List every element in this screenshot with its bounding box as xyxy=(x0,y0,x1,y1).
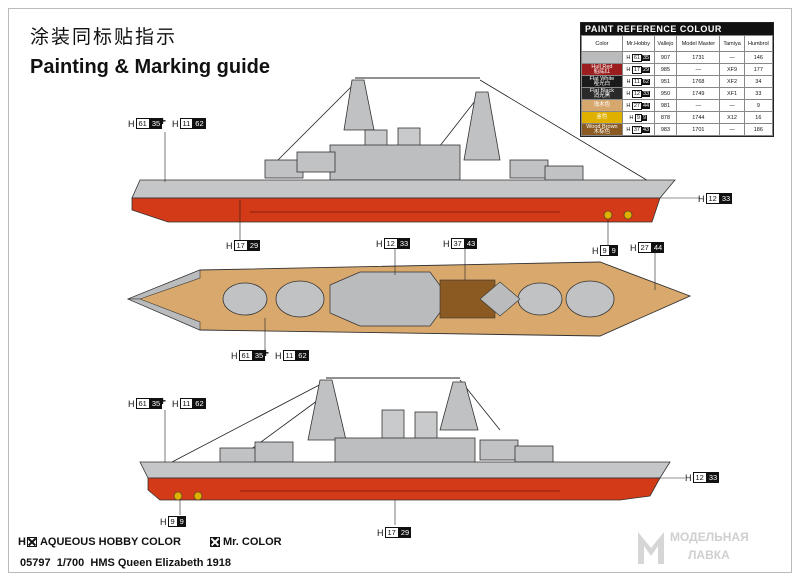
title-english: Painting & Marking guide xyxy=(30,56,271,78)
swatch-label-cn: 金色 xyxy=(596,114,608,120)
propeller xyxy=(173,491,183,501)
side-profile-bottom xyxy=(139,377,685,525)
rigging-line xyxy=(267,79,359,171)
rigging-line xyxy=(171,381,326,463)
col-mrhobby: Mr.Hobby xyxy=(621,35,655,52)
paint-table-columns: Color Mr.Hobby Vallejo Model Master Tami… xyxy=(581,35,774,52)
kit-code: 05797 xyxy=(20,557,51,569)
mainmast xyxy=(307,379,347,441)
title-chinese: 涂装同标贴指示 xyxy=(30,26,178,48)
propeller xyxy=(603,210,613,220)
plus-sign: + xyxy=(262,346,270,360)
swatch-label-cn: 消光黑 xyxy=(593,92,611,99)
propeller xyxy=(193,491,203,501)
mr-color-label: Mr. COLOR xyxy=(222,536,282,548)
superstructure xyxy=(329,144,461,181)
side-profile-top xyxy=(131,77,700,245)
color-legend: H AQUEOUS HOBBY COLOR Mr. COLOR xyxy=(18,536,282,548)
deck-side-gray xyxy=(127,298,201,331)
model-master-code: 1701 xyxy=(676,123,721,136)
swatch-label-en: Flat White xyxy=(589,75,615,82)
watermark-line1: МОДЕЛЬНАЯ xyxy=(670,530,749,544)
turret xyxy=(514,445,554,463)
turret xyxy=(254,441,294,463)
plus-sign: + xyxy=(159,394,167,408)
aqueous-box-icon xyxy=(26,537,37,547)
deck-turret xyxy=(565,280,615,318)
mainmast xyxy=(463,91,501,161)
paint-table-header: PAINT REFERENCE COLOUR xyxy=(581,23,773,35)
plus-sign: + xyxy=(159,114,167,128)
turret xyxy=(479,439,519,461)
hull-red xyxy=(131,197,661,223)
color-swatch: 金色 xyxy=(581,111,623,124)
watermark-logo: МОДЕЛЬНАЯ ЛАВКА xyxy=(636,528,786,570)
rigging-line xyxy=(249,394,326,451)
deck-structure xyxy=(479,281,521,317)
deck-turret xyxy=(222,282,268,316)
watermark-line2: ЛАВКА xyxy=(688,548,730,562)
hull-upper xyxy=(139,461,671,479)
deck-superstructure xyxy=(329,271,451,327)
kit-scale: 1/700 xyxy=(56,557,85,569)
humbrol-code: 186 xyxy=(743,123,774,136)
swatch-label-cn: 浅木色 xyxy=(593,102,611,108)
hull-upper xyxy=(131,179,676,199)
paint-reference-table: PAINT REFERENCE COLOUR Color Mr.Hobby Va… xyxy=(580,22,774,137)
watermark-icon xyxy=(638,532,664,564)
aqueous-h: H xyxy=(18,536,26,548)
swatch-label-en: Hull Red xyxy=(591,63,613,70)
deck-plan xyxy=(126,248,692,350)
foremast xyxy=(343,79,375,131)
deck-turret xyxy=(275,280,325,318)
mr-color-box-icon xyxy=(209,537,220,547)
turret xyxy=(509,159,549,179)
page-border xyxy=(8,8,792,573)
color-swatch: 浅木色 xyxy=(581,99,623,112)
foremast xyxy=(439,381,479,431)
turret xyxy=(296,151,336,173)
swatch-label-cn: 哑光白 xyxy=(593,80,611,87)
swatch-label-en: Flat Black xyxy=(589,87,614,94)
hull-red xyxy=(147,477,661,501)
swatch-label-cn: 木棕色 xyxy=(593,128,611,135)
aqueous-label: AQUEOUS HOBBY COLOR xyxy=(39,536,181,548)
rigging-line xyxy=(479,79,656,186)
propeller xyxy=(623,210,633,220)
footer-title: 05797 1/700 HMS Queen Elizabeth 1918 xyxy=(20,557,231,569)
swatch-label-cn: 船底红 xyxy=(593,68,611,75)
swatch-label-en: Wood Brown xyxy=(586,123,618,130)
deck-turret xyxy=(517,282,563,316)
superstructure xyxy=(334,437,476,466)
kit-name: HMS Queen Elizabeth 1918 xyxy=(90,557,231,569)
